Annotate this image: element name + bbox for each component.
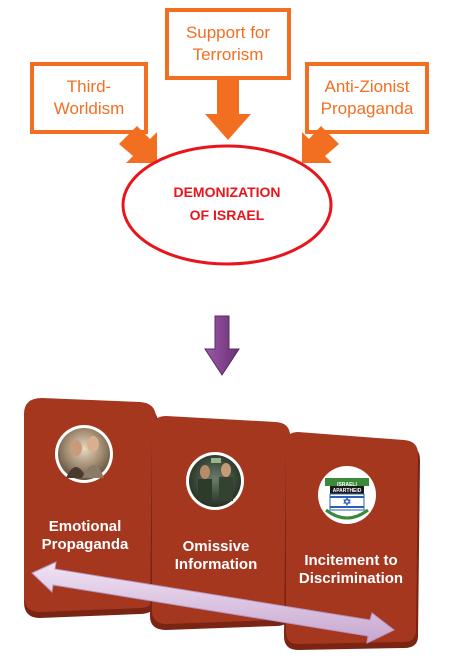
cause-label-line-1: Third- [67,77,111,96]
cause-box-third-worldism: Third- Worldism [30,62,148,134]
cause-label-line-2: Terrorism [193,45,264,64]
center-title-line-1: DEMONIZATION [173,184,280,200]
cause-box-support-for-terrorism: Support for Terrorism [165,8,291,80]
method-label-line-2: Discrimination [299,570,403,587]
cause-box-anti-zionist-propaganda: Anti-Zionist Propaganda [305,62,429,134]
method-label-line-1: Omissive [183,538,250,555]
arrow-right-to-center [302,126,339,163]
method-label-line-2: Propaganda [42,536,129,553]
method-label-line-1: Incitement to [304,552,397,569]
poster-text-line-2: APARTHEID [333,488,362,494]
method-panel-emotional-propaganda: Emotional Propaganda [24,398,158,618]
arrow-top-to-center [205,78,251,140]
cause-label-line-2: Propaganda [321,99,414,118]
arrow-left-to-center [119,126,157,163]
israeli-apartheid-poster-icon: ISRAELI APARTHEID [321,469,373,521]
cause-label-line-1: Support for [186,23,270,42]
women-portrait-photo-icon [58,428,110,480]
poster-text-line-1: ISRAELI [337,482,357,488]
cause-label-line-1: Anti-Zionist [324,77,409,96]
method-panel-omissive-information: Omissive Information [150,416,292,630]
method-label-line-2: Information [175,556,258,573]
center-ellipse: DEMONIZATION OF ISRAEL [121,144,333,266]
down-arrow [204,315,240,376]
method-panel-incitement-to-discrimination: ISRAELI APARTHEID Incitement to Discrimi… [284,432,420,650]
double-headed-arrow [31,561,395,644]
center-title-line-2: OF ISRAEL [190,207,265,223]
cause-label-line-2: Worldism [54,99,125,118]
method-label-line-1: Emotional [49,518,122,535]
